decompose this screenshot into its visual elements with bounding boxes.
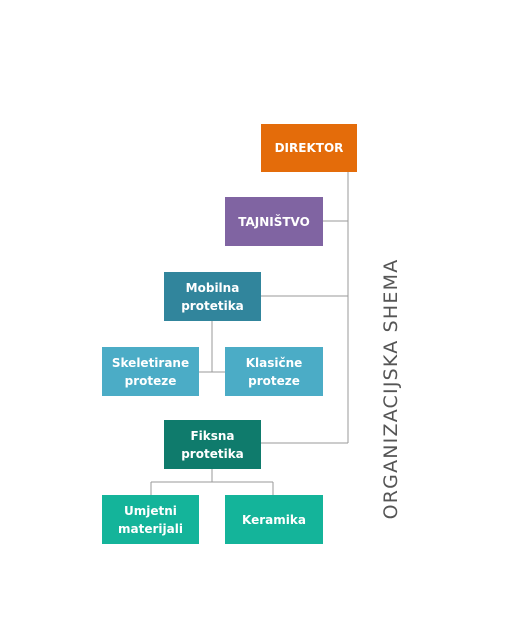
node-keramika-label: Keramika [242,512,306,527]
node-keramika: Keramika [225,495,323,544]
diagram-title: ORGANIZACIJSKA SHEMA [380,258,402,520]
node-fiksna-protetika: Fiksna protetika [164,420,261,469]
node-mobilna-protetika: Mobilna protetika [164,272,261,321]
node-fiksna-label: Fiksna protetika [181,428,244,461]
node-umjetni-materijali: Umjetni materijali [102,495,199,544]
node-tajnistvo: TAJNIŠTVO [225,197,323,246]
node-mobilna-label: Mobilna protetika [181,280,244,313]
node-umjetni-label: Umjetni materijali [118,503,183,536]
node-direktor: DIREKTOR [261,124,357,172]
node-klasicne-proteze: Klasične proteze [225,347,323,396]
node-klasicne-label: Klasične proteze [245,355,303,388]
node-skeletirane-label: Skeletirane proteze [111,355,190,388]
node-tajnistvo-label: TAJNIŠTVO [238,214,310,229]
node-skeletirane-proteze: Skeletirane proteze [102,347,199,396]
node-direktor-label: DIREKTOR [274,141,344,155]
